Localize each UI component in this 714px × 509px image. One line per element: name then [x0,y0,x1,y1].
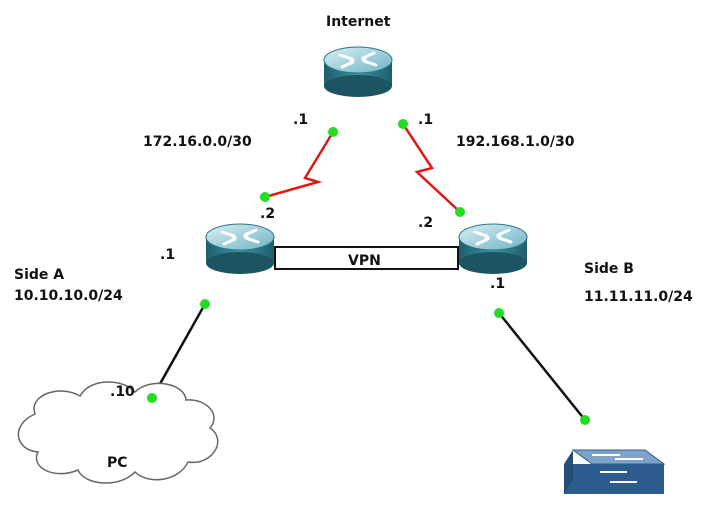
link-dot [200,299,210,309]
serial-link-a [264,131,335,199]
router-b-icon[interactable] [457,222,529,276]
interface-label-internet-right: .1 [418,112,433,128]
link-dot [260,192,270,202]
pc-label: PC [107,455,128,471]
interface-label-router-b-wan: .2 [418,215,433,231]
router-a-icon[interactable] [204,222,276,276]
link-dot [455,207,465,217]
vpn-label: VPN [348,253,381,269]
ethernet-link-a [150,303,207,399]
subnet-label-top-left: 172.16.0.0/30 [143,134,252,150]
link-dot [580,415,590,425]
interface-label-router-a-lan: .1 [160,247,175,263]
interface-label-internet-left: .1 [293,112,308,128]
side-a-subnet-label: 10.10.10.0/24 [14,288,123,304]
link-dot [398,119,408,129]
interface-label-pc: .10 [110,384,135,400]
side-b-label: Side B [584,261,634,277]
serial-link-b [401,123,461,213]
subnet-label-top-right: 192.168.1.0/30 [456,134,575,150]
link-dot [328,127,338,137]
link-dot [147,393,157,403]
internet-router-icon[interactable] [322,45,394,99]
side-a-label: Side A [14,267,64,283]
link-dot [494,308,504,318]
vpn-tunnel [274,246,459,270]
internet-label: Internet [326,14,391,30]
side-b-subnet-label: 11.11.11.0/24 [584,289,693,305]
link-dots [147,119,590,425]
ethernet-link-b [498,312,586,421]
interface-label-router-b-lan: .1 [490,276,505,292]
cloud-icon[interactable] [17,381,219,484]
switch-icon[interactable] [564,449,666,494]
interface-label-router-a-wan: .2 [260,206,275,222]
